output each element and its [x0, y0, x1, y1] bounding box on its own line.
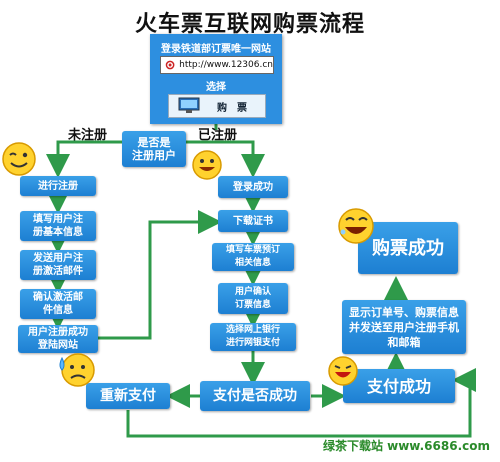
url-bar: http://www.12306.cn [160, 56, 274, 74]
smiley-sweat-icon [59, 353, 95, 387]
step-send-activation-email: 发送用户注 册激活邮件 [20, 250, 96, 280]
url-text: http://www.12306.cn [179, 60, 273, 70]
computer-icon [178, 97, 200, 113]
step-download-certificate: 下载证书 [218, 210, 288, 232]
step-fill-ticket-info: 填写车票预订 相关信息 [212, 243, 294, 271]
unregistered-label: 未注册 [68, 128, 108, 143]
website-header: 登录铁道部订票唯一网站 [161, 44, 271, 55]
decision-registered-user: 是否是 注册用户 [122, 131, 186, 167]
step-payment-success: 支付成功 [343, 369, 455, 403]
step-register: 进行注册 [20, 176, 96, 196]
step-order-info: 显示订单号、购票信息 并发送至用户注册手机 和邮箱 [342, 300, 466, 354]
step-confirm-activation: 确认激活邮 件信息 [20, 289, 96, 319]
step-fill-registration-info: 填写用户注 册基本信息 [20, 211, 96, 241]
registered-label: 已注册 [198, 128, 238, 143]
decision-payment-success: 支付是否成功 [200, 381, 310, 411]
step-online-banking-payment: 选择网上银行 进行网银支付 [210, 323, 296, 351]
browser-icon [165, 60, 175, 70]
smiley-wink-icon [2, 142, 36, 176]
diagram-title: 火车票互联网购票流程 [134, 12, 365, 37]
step-confirm-order: 用户确认 订票信息 [218, 283, 288, 314]
website-panel: 登录铁道部订票唯一网站 http://www.12306.cn 选择 购 票 [150, 34, 282, 124]
step-login-success: 登录成功 [218, 176, 288, 198]
select-label: 选择 [206, 82, 226, 93]
footer-watermark: 绿茶下载站 www.6686.com [322, 439, 490, 453]
step-repay: 重新支付 [86, 383, 170, 409]
buy-ticket-label: 购 票 [217, 102, 247, 114]
step-registration-success: 用户注册成功 登陆网站 [18, 325, 98, 353]
smiley-cheer-icon [328, 356, 358, 386]
smiley-laugh-icon [338, 208, 374, 244]
smiley-grin-icon [192, 150, 222, 180]
step-purchase-success: 购票成功 [358, 222, 458, 274]
buy-ticket-button: 购 票 [168, 94, 266, 118]
